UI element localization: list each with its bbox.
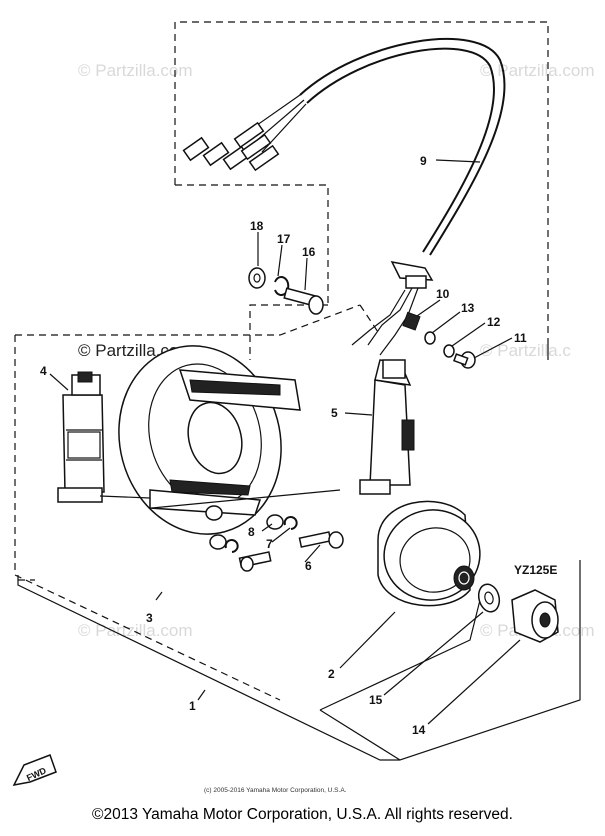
stator-plate (118, 345, 301, 535)
callout-16: 16 (302, 245, 316, 259)
callout-4: 4 (40, 364, 47, 378)
callout-15: 15 (369, 693, 383, 707)
stator-to-cdi-line (99, 495, 151, 499)
callout-5: 5 (331, 406, 338, 420)
callout-9: 9 (420, 154, 427, 168)
leader-4 (49, 373, 69, 391)
model-tag: YZ125E (514, 563, 557, 577)
leader-9 (435, 159, 481, 163)
leader-2 (339, 611, 396, 669)
main-assembly-boundary (17, 340, 581, 761)
hardware-16-17-18 (248, 232, 324, 315)
copyright-footer: ©2013 Yamaha Motor Corporation, U.S.A. A… (92, 806, 513, 823)
callout-13: 13 (461, 301, 475, 315)
callout-10: 10 (436, 287, 450, 301)
stator-assembly-boundary (14, 304, 381, 701)
watermark-top-right: © Partzilla.com (480, 61, 595, 80)
callout-2: 2 (328, 667, 335, 681)
hardware-6-7-8 (209, 514, 344, 572)
hardware-10-13 (416, 299, 513, 369)
callout-8: 8 (248, 525, 255, 539)
callout-6: 6 (305, 559, 312, 573)
ignition-coil-part-5 (359, 359, 415, 495)
callout-17: 17 (277, 232, 291, 246)
callout-12: 12 (487, 315, 501, 329)
leader-3 (155, 591, 163, 601)
wire-harness-part-9 (182, 37, 506, 356)
stator-to-coil-line (151, 489, 341, 509)
diagram-copyright: (c) 2005-2016 Yamaha Motor Corporation, … (204, 787, 347, 794)
watermark-top-left: © Partzilla.com (78, 61, 193, 80)
washer-part-15 (477, 583, 501, 613)
callout-11: 11 (514, 331, 527, 345)
leader-5 (344, 412, 373, 416)
callout-14: 14 (412, 723, 426, 737)
upper-dashed-boundary (174, 21, 549, 360)
callout-1: 1 (189, 699, 196, 713)
callout-7: 7 (266, 537, 273, 551)
cdi-unit-part-4 (57, 371, 105, 503)
callout-3: 3 (146, 611, 153, 625)
leader-14 (427, 639, 521, 725)
callout-18: 18 (250, 219, 264, 233)
leader-15 (383, 611, 484, 696)
rotor-part-2 (377, 500, 481, 607)
leader-1 (197, 689, 206, 701)
watermark-lower-left: © Partzilla.com (78, 621, 193, 640)
nut-part-14 (511, 589, 559, 643)
fwd-arrow: FWD (12, 754, 57, 787)
